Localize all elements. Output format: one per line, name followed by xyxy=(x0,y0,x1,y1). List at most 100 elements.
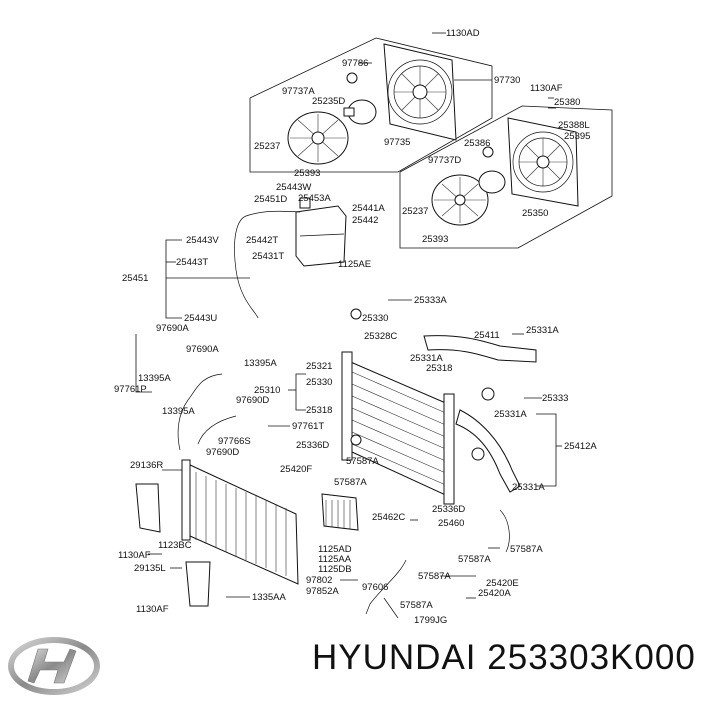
label-25388L: 25388L xyxy=(558,120,590,131)
label-25386: 25386 xyxy=(464,138,490,149)
label-57587A-a: 57587A xyxy=(346,456,379,467)
label-57587A-c: 57587A xyxy=(510,544,543,555)
label-25235D: 25235D xyxy=(312,96,345,107)
label-25318: 25318 xyxy=(306,405,332,416)
label-1335AA: 1335AA xyxy=(252,592,286,603)
label-57587A-d: 57587A xyxy=(458,554,491,565)
label-25412A: 25412A xyxy=(564,441,597,452)
label-25411: 25411 xyxy=(474,330,500,341)
oil-cooler xyxy=(321,493,359,531)
atf-hose-lower xyxy=(365,509,510,619)
label-25330-top: 25330 xyxy=(362,313,388,324)
label-25318-top: 25318 xyxy=(426,363,452,374)
callout-a-lower xyxy=(481,387,495,401)
part-labels: 1130AD 97786 97730 97737A 25235D 1130AF … xyxy=(114,28,597,626)
label-25443T: 25443T xyxy=(176,257,208,268)
label-29136R: 29136R xyxy=(130,460,163,471)
label-97766S: 97766S xyxy=(218,436,251,447)
label-97690D-a: 97690D xyxy=(236,395,269,406)
label-13395A-a: 13395A xyxy=(244,358,277,369)
label-97786: 97786 xyxy=(342,58,368,69)
label-25442T: 25442T xyxy=(246,235,278,246)
label-25380: 25380 xyxy=(554,97,580,108)
bracket-right xyxy=(135,483,161,533)
label-25443W: 25443W xyxy=(276,182,311,193)
label-25331A-c: 25331A xyxy=(494,409,527,420)
label-97690A-top: 97690A xyxy=(156,323,189,334)
label-1130AF-top: 1130AF xyxy=(530,83,563,94)
label-25431T: 25431T xyxy=(252,251,284,262)
label-97737A: 97737A xyxy=(282,86,315,97)
callout-a-upper xyxy=(471,447,485,461)
label-1125AE: 1125AE xyxy=(338,259,371,270)
label-25453A: 25453A xyxy=(298,193,331,204)
label-25321: 25321 xyxy=(306,361,332,372)
label-25460: 25460 xyxy=(438,518,464,529)
label-97730: 97730 xyxy=(494,75,520,86)
label-25393-upper: 25393 xyxy=(294,168,320,179)
coolant-reservoir xyxy=(295,197,347,267)
label-25442: 25442 xyxy=(352,215,378,226)
label-57587A-f: 57587A xyxy=(400,600,433,611)
label-97737D: 97737D xyxy=(428,155,461,166)
upper-fan-assembly-frame xyxy=(249,37,493,173)
label-25336D-b: 25336D xyxy=(432,504,465,515)
leader-lines xyxy=(135,32,562,599)
radiator xyxy=(341,308,455,505)
fan-motor-upper xyxy=(343,72,377,125)
label-13395A-b: 13395A xyxy=(138,373,171,384)
lower-fan-assembly-frame xyxy=(399,105,613,249)
label-25328C: 25328C xyxy=(364,331,397,342)
label-97606: 97606 xyxy=(362,582,388,593)
label-29135L: 29135L xyxy=(134,563,166,574)
label-97735: 97735 xyxy=(384,137,410,148)
label-1799JG: 1799JG xyxy=(414,615,447,626)
label-97802: 97802 xyxy=(306,575,332,586)
label-25441A: 25441A xyxy=(352,203,385,214)
label-57587A-e: 57587A xyxy=(418,571,451,582)
label-25350: 25350 xyxy=(522,208,548,219)
label-25331A-top: 25331A xyxy=(526,325,559,336)
lower-radiator-hose xyxy=(455,409,521,493)
fan-blade-lower xyxy=(431,174,489,226)
label-25333A: 25333A xyxy=(414,295,447,306)
label-25443V: 25443V xyxy=(186,235,219,246)
fan-blade-upper xyxy=(287,111,349,165)
label-25331A-d: 25331A xyxy=(512,482,545,493)
label-1125DB: 1125DB xyxy=(318,564,352,575)
label-25330: 25330 xyxy=(306,377,332,388)
brand-part-number: HYUNDAI 253303K000 xyxy=(312,638,712,678)
label-97690D-b: 97690D xyxy=(206,447,239,458)
fan-shroud-lower xyxy=(507,117,579,207)
label-97852A: 97852A xyxy=(306,586,339,597)
label-25462C: 25462C xyxy=(372,512,405,523)
label-25420F: 25420F xyxy=(280,464,312,475)
label-25451: 25451 xyxy=(122,273,148,284)
bracket-left xyxy=(185,561,211,607)
label-1123BC: 1123BC xyxy=(158,540,192,551)
label-25443U: 25443U xyxy=(184,313,217,324)
upper-radiator-hose xyxy=(423,335,537,363)
label-25420E: 25420E xyxy=(486,578,519,589)
label-25395: 25395 xyxy=(564,131,590,142)
label-1130AF-bottom: 1130AF xyxy=(136,604,169,615)
overflow-hose xyxy=(234,210,301,319)
fan-motor-lower xyxy=(478,146,506,194)
label-25237-upper: 25237 xyxy=(254,141,280,152)
fan-shroud-upper xyxy=(383,43,457,141)
label-25451D: 25451D xyxy=(254,194,287,205)
label-97761T: 97761T xyxy=(292,421,324,432)
label-1125AA: 1125AA xyxy=(318,554,352,565)
hyundai-logo xyxy=(8,637,100,695)
label-1130AD: 1130AD xyxy=(446,28,480,39)
label-13395A-c: 13395A xyxy=(162,406,195,417)
label-1125AD: 1125AD xyxy=(318,544,352,555)
label-1130AF-mid: 1130AF xyxy=(118,550,151,561)
label-25333: 25333 xyxy=(542,393,568,404)
label-25420A: 25420A xyxy=(478,588,511,599)
label-25331A-b: 25331A xyxy=(410,353,443,364)
label-25336D-a: 25336D xyxy=(296,440,329,451)
part-number: 253303K000 xyxy=(487,638,696,677)
label-97690A: 97690A xyxy=(186,344,219,355)
label-97761P: 97761P xyxy=(114,384,147,395)
